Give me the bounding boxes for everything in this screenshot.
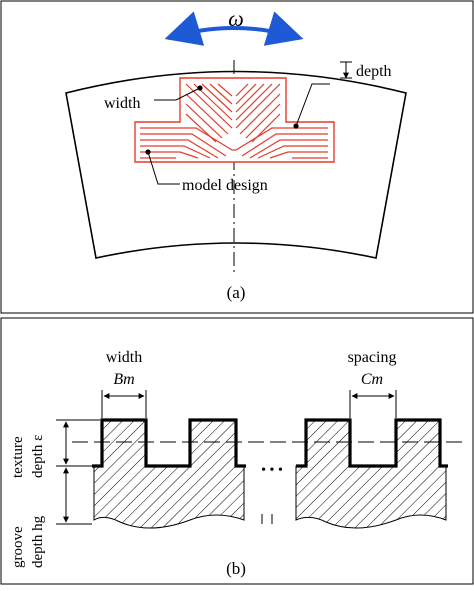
width-leader: [154, 87, 201, 101]
omega-label: ω: [228, 6, 244, 31]
spacing-symbol: Cm: [361, 371, 383, 388]
panel-a: ω depth: [65, 6, 407, 302]
surface-body-left: [93, 419, 245, 529]
model-design-label: model design: [182, 177, 268, 194]
width-label: width: [104, 95, 140, 112]
caption-b: (b): [226, 559, 246, 578]
width-label-b: width: [106, 349, 142, 366]
surface-body-right: [295, 419, 447, 529]
groove-depth-symbol: depth hg: [30, 515, 46, 568]
texture-pattern-outline: [134, 77, 335, 163]
spacing-label: spacing: [348, 349, 397, 366]
panel-b-frame: [0, 317, 474, 585]
depth-leader-dot: [293, 123, 299, 129]
model-design-leader-dot: [145, 149, 151, 155]
panel-a-frame: [0, 0, 474, 314]
rotation-arrow: [164, 11, 304, 46]
model-design-leader: [147, 151, 180, 185]
seal-segment: [65, 70, 407, 259]
texture-profile-right: [296, 418, 448, 468]
texture-depth-label: texture: [10, 436, 26, 478]
caption-a: (a): [227, 283, 246, 302]
depth-label: depth: [356, 63, 392, 80]
texture-depth-symbol: depth ε: [30, 435, 46, 478]
groove-depth-label: groove: [10, 526, 26, 568]
depth-leader: [295, 83, 330, 127]
texture-pattern-lines: [140, 83, 328, 159]
ellipsis: • • •: [261, 463, 283, 478]
width-leader-dot: [197, 85, 203, 91]
panel-b: • • • width Bm spacing Cm texture depth …: [10, 349, 462, 578]
width-symbol: Bm: [113, 371, 134, 388]
texture-profile-left: [92, 418, 246, 468]
